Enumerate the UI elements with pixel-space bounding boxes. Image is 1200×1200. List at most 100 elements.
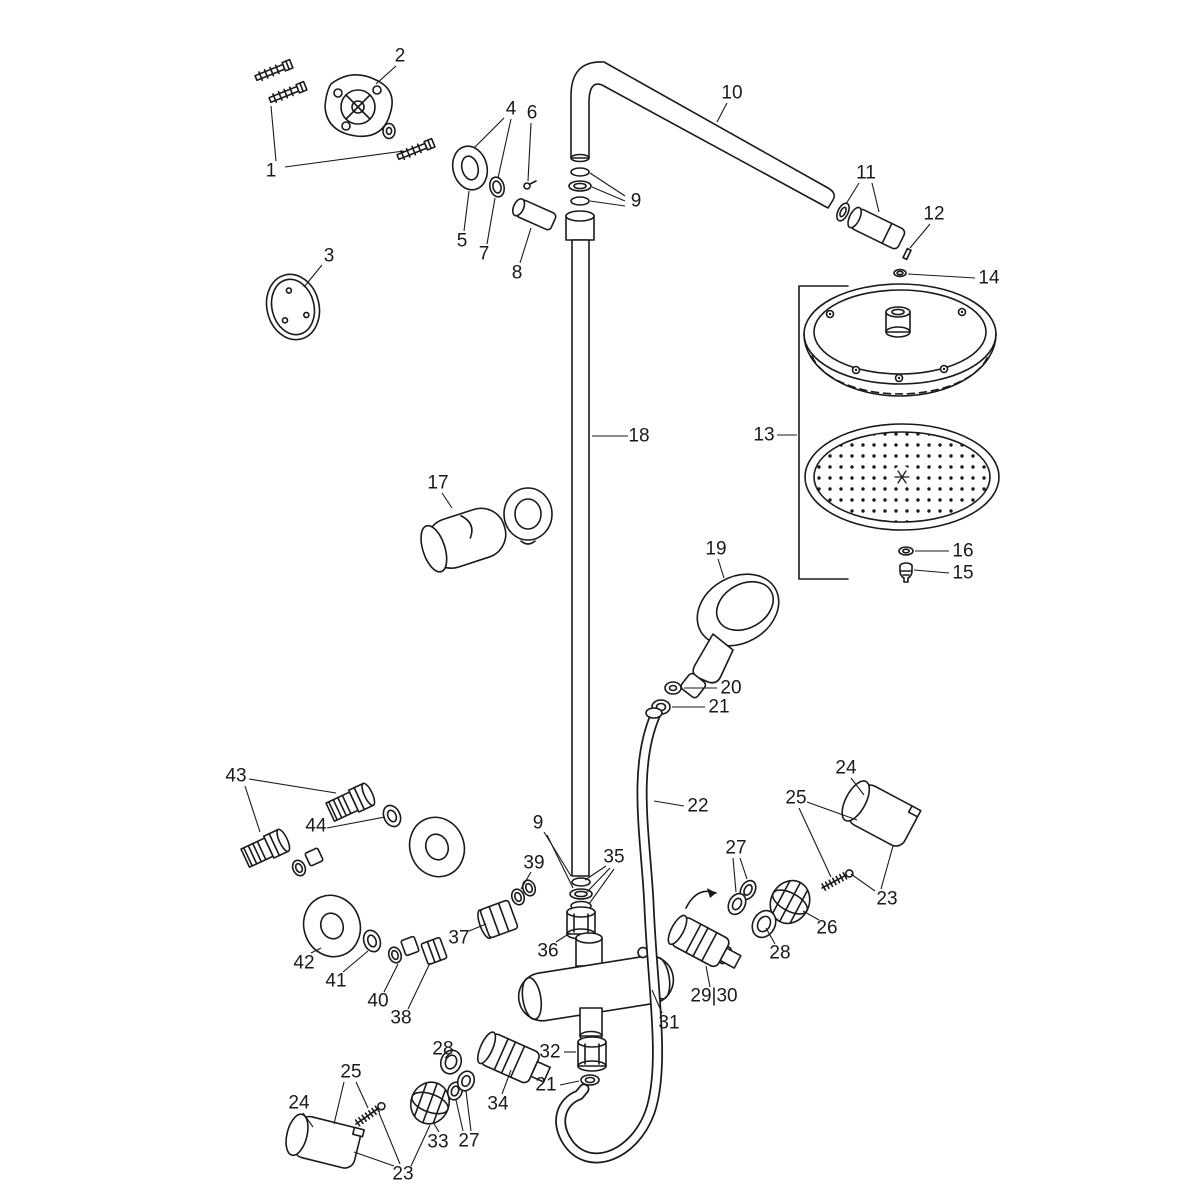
spray-plate-fasteners [898, 546, 914, 583]
o-ring [568, 180, 592, 192]
callout-leader-23 [353, 1151, 395, 1167]
callout-leader-4 [473, 117, 505, 149]
hose-connection [577, 1036, 607, 1086]
callout-label-31: 31 [658, 1013, 679, 1034]
callout-leader-27 [732, 857, 737, 893]
callout-leader-5 [463, 190, 470, 232]
wall-union-left [239, 781, 537, 965]
thermostat-cartridge-right [667, 914, 742, 969]
callout-label-25: 25 [785, 788, 806, 809]
spray-plate-plug [899, 562, 913, 583]
callout-leader-21 [559, 1080, 580, 1086]
callout-leader-14 [907, 273, 976, 279]
callout-leader-28 [444, 1052, 451, 1059]
callout-leader-6 [527, 122, 532, 182]
callout-leader-23 [850, 873, 876, 892]
mounting-hardware [253, 58, 436, 162]
shower-arm [570, 61, 835, 209]
thermostat-body [517, 932, 675, 1042]
callout-leader-23 [410, 1124, 431, 1167]
callout-leader-38 [407, 962, 431, 1010]
callout-leader-15 [913, 569, 950, 574]
callout-label-2: 2 [395, 46, 406, 67]
connection-nut [420, 937, 448, 965]
callout-label-32: 32 [539, 1042, 560, 1063]
toothed-ring [439, 1049, 463, 1075]
callout-label-11: 11 [856, 163, 876, 184]
o-ring [570, 167, 590, 177]
callout-leader-7 [486, 197, 496, 245]
overhead-shower-spray-plate [804, 423, 1000, 531]
callout-label-33: 33 [427, 1132, 448, 1153]
callout-label-14: 14 [978, 268, 1000, 289]
callout-leader-9 [589, 200, 626, 207]
callout-leader-27 [739, 857, 748, 880]
riser-pipe [571, 239, 590, 877]
callout-leader-37 [468, 923, 487, 932]
callout-label-24: 24 [835, 758, 857, 779]
callout-label-7: 7 [479, 244, 490, 265]
callout-leader-3 [303, 264, 323, 288]
connector-pin [902, 247, 912, 261]
callout-label-28: 28 [432, 1039, 453, 1060]
handle-left [285, 1113, 365, 1169]
callout-label-4: 4 [506, 99, 517, 120]
callout-leader-17 [441, 492, 453, 509]
shower-hose [555, 707, 664, 1164]
mounting-screw [395, 137, 436, 162]
callout-leader-23 [880, 845, 894, 890]
callout-bracket-13 [798, 285, 849, 580]
callout-label-23: 23 [392, 1164, 413, 1185]
handle-assembly-right [667, 780, 922, 969]
callout-leader-19 [717, 558, 725, 579]
callout-labels: 1234567891011121314151617181920212223242… [225, 46, 1000, 1185]
wall-fitting [324, 781, 378, 824]
callout-leader-11 [871, 182, 880, 213]
callout-leader-22 [653, 800, 685, 807]
callout-leader-8 [519, 227, 532, 264]
hand-shower [680, 573, 780, 699]
handle-cap-left [409, 1081, 451, 1125]
handle-screw [819, 867, 855, 892]
callout-leader-23 [378, 1112, 401, 1165]
callout-label-34: 34 [487, 1094, 509, 1115]
callout-label-20: 20 [720, 678, 741, 699]
callout-label-13: 13 [753, 425, 774, 446]
callout-leader-25 [355, 1081, 369, 1109]
callout-leader-lines [244, 65, 976, 1167]
callout-label-12: 12 [923, 204, 944, 225]
callout-label-41: 41 [325, 971, 346, 992]
callout-leader-43 [244, 785, 261, 833]
callout-leader-31 [651, 989, 663, 1014]
callout-leader-35 [584, 865, 607, 881]
callout-label-22: 22 [687, 796, 708, 817]
callout-label-8: 8 [512, 263, 523, 284]
union-nut [566, 906, 596, 940]
callout-label-27: 27 [725, 838, 746, 859]
shower-holder [420, 487, 553, 573]
callout-leader-43 [248, 778, 337, 794]
callout-leader-25 [806, 801, 858, 821]
callout-label-44: 44 [305, 816, 327, 837]
callout-label-21: 21 [708, 697, 729, 718]
connection-nut [477, 899, 519, 940]
callout-leader-10 [716, 102, 728, 123]
toothed-ring [751, 909, 777, 939]
set-screw [523, 180, 537, 190]
callout-leader-9 [546, 834, 574, 889]
handle-right [841, 780, 922, 847]
spray-plate-center-star [894, 470, 910, 484]
callout-leader-24 [302, 1112, 314, 1128]
escutcheon-ring [451, 145, 489, 191]
union-washer [569, 888, 593, 900]
callout-leader-4 [497, 118, 512, 179]
o-ring [570, 196, 590, 206]
callout-leader-29|30 [705, 965, 711, 988]
spacer-sleeve [511, 198, 557, 231]
mounting-screw [267, 80, 308, 105]
handle-screw [353, 1100, 388, 1128]
callout-label-9: 9 [631, 191, 642, 212]
callout-leader-25 [798, 807, 832, 878]
handle-assembly-left [285, 1031, 551, 1169]
callout-label-40: 40 [367, 991, 388, 1012]
